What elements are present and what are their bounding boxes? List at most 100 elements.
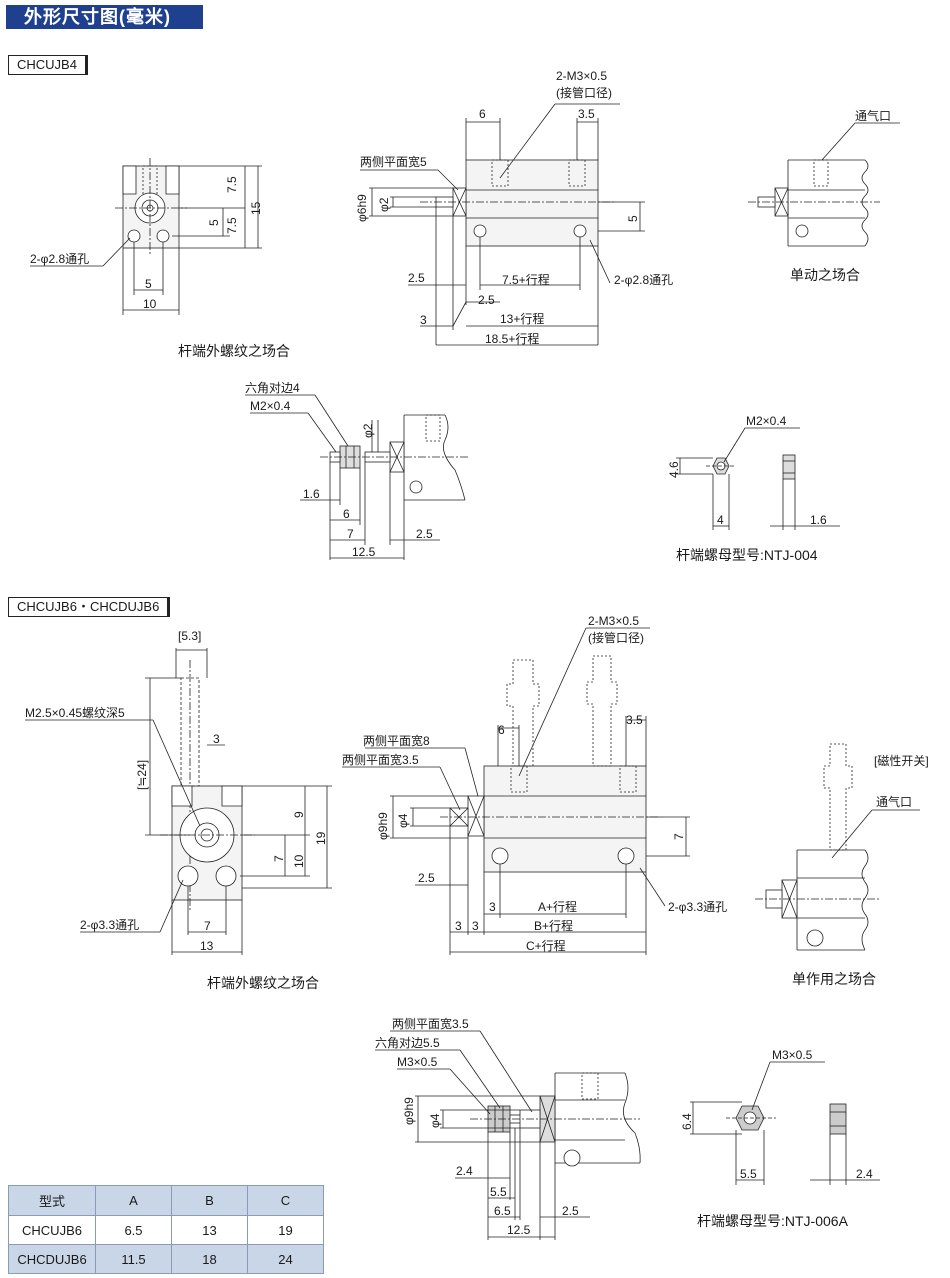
stroke-label: 7.5+行程 [502,272,550,287]
caption: 单动之场合 [790,267,860,283]
side-view-2 [342,627,690,955]
dim-label: 2.5 [408,271,425,285]
flats-label: 两侧平面宽8 [363,733,430,748]
table-cell: 18 [171,1244,248,1274]
phi-label: φ4 [396,813,410,828]
dim-label: 19 [314,831,328,845]
caption: 单作用之场合 [792,971,876,987]
dim-label: 5.5 [740,1167,757,1181]
table-cell: 19 [247,1215,324,1245]
dim-label: 3 [213,732,220,746]
dim-label: 6.5 [494,1204,511,1218]
table-header: B [171,1185,248,1216]
table-cell: CHCUJB6 [8,1215,96,1245]
dim-label: 7 [347,527,354,541]
hole-label: 2-φ2.8通孔 [30,252,89,266]
dim-label: 6 [343,507,350,521]
dim-label: 5 [207,219,221,226]
stroke-label: A+行程 [538,899,577,914]
dim-label: 7.5 [225,217,239,234]
stroke-label: C+行程 [526,938,566,953]
hole-label: 2-φ3.3通孔 [668,900,727,914]
rod-end-detail-2 [375,1030,641,1240]
dim-label: 5 [145,277,152,291]
table-header: 型式 [8,1185,96,1216]
stroke-label: B+行程 [534,918,573,933]
caption: 杆端螺母型号:NTJ-006A [697,1213,849,1229]
phi-label: φ2 [377,197,391,212]
dim-label: 7 [672,833,686,840]
single-acting-view-2 [755,743,920,951]
port-thread-label: 2-M3×0.5 [556,69,607,83]
table-cell: CHCDUJB6 [8,1244,96,1274]
dim-label: 7.5 [225,176,239,193]
dim-label: 3.5 [626,713,643,727]
dim-label: 12.5 [352,545,376,559]
phi-label: φ4 [428,1113,442,1128]
thread-label: M3×0.5 [397,1055,438,1069]
nut-drawing-1 [676,427,840,530]
thread-label: M2×0.4 [250,399,291,413]
hex-label: 六角对边4 [245,381,300,395]
dim-label: [≒24] [135,760,149,790]
port-thread-label: 2-M3×0.5 [588,614,639,628]
phi-label: φ6h9 [355,194,369,222]
flats-label: 两侧平面宽5 [360,154,427,169]
hex-label: 六角对边5.5 [375,1036,440,1050]
phi-label: φ9h9 [402,1097,416,1125]
dim-label: 3 [489,900,496,914]
dim-label: 3 [455,919,462,933]
thread-label: M3×0.5 [772,1048,813,1062]
dim-label: 6.4 [680,1113,694,1130]
table-header: A [95,1185,172,1216]
table-cell: 11.5 [95,1244,172,1274]
vent-label: 通气口 [855,108,891,123]
dim-label: 2.5 [562,1204,579,1218]
phi-label: φ9h9 [376,812,390,840]
switch-label: [磁性开关] [874,753,929,768]
caption: 杆端外螺纹之场合 [178,343,290,359]
thread-label: M2×0.4 [746,414,787,428]
dim-label: 7 [204,919,211,933]
table-row: CHCDUJB6 11.5 18 24 [8,1244,324,1274]
front-view-1 [30,158,262,315]
phi-label: φ2 [361,423,375,438]
dim-label: 2.5 [478,293,495,307]
hole-label: 2-φ3.3通孔 [80,918,139,932]
table-header: C [247,1185,324,1216]
table-row: CHCUJB6 6.5 13 19 [8,1215,324,1245]
dim-label: 4 [717,513,724,527]
flats-label: 两侧平面宽3.5 [342,752,419,767]
vent-label: 通气口 [876,794,912,809]
dim-label: 3.5 [578,107,595,121]
dim-label: 3 [420,313,427,327]
dim-label: 10 [292,854,306,868]
stroke-label: 18.5+行程 [485,331,539,346]
dim-label: 5 [626,215,640,222]
dim-label: 2.5 [416,527,433,541]
dim-label: 4.6 [667,461,681,478]
caption: 杆端螺母型号:NTJ-004 [676,547,818,563]
dim-label: 3 [472,919,479,933]
page-title: 外形尺寸图(毫米) [6,5,203,29]
model-spec-table: 型式 A B C CHCUJB6 6.5 13 19 CHCDUJB6 11.5… [8,1185,324,1274]
dim-label: 6 [479,107,486,121]
dim-label: 2.4 [856,1167,873,1181]
table-cell: 24 [247,1244,324,1274]
dim-label: 2.5 [418,871,435,885]
table-cell: 13 [171,1215,248,1245]
dim-label: 15 [249,201,263,215]
hole-label: 2-φ2.8通孔 [614,273,673,287]
port-note-label: (接管口径) [588,630,644,645]
port-note-label: (接管口径) [556,85,612,100]
flats-label: 两侧平面宽3.5 [392,1016,469,1031]
caption: 杆端外螺纹之场合 [207,975,319,991]
thread-label: M2.5×0.45螺纹深5 [25,706,125,720]
dim-label: [5.3] [178,629,201,643]
dim-label: 2.4 [456,1164,473,1178]
dim-label: 1.6 [303,487,320,501]
dim-label: 9 [292,811,306,818]
model-tag-chcujb6: CHCUJB6・CHCDUJB6 [8,597,171,617]
dim-label: 7 [272,855,286,862]
